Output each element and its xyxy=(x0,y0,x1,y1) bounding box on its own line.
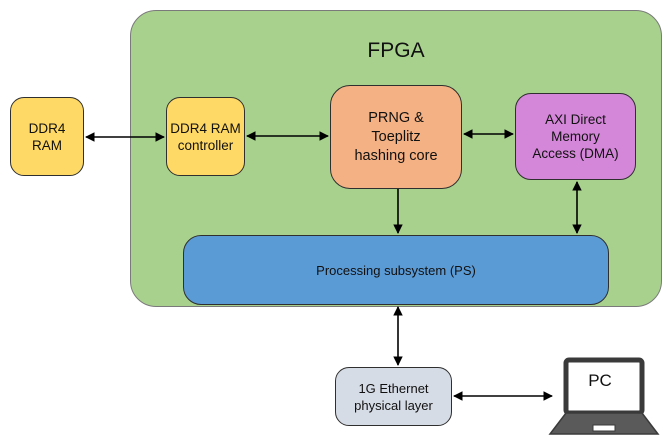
ddr4-ram-line-1: DDR4 xyxy=(28,120,66,136)
pc-label: PC xyxy=(588,371,612,390)
ddr4-controller-block: DDR4 RAM controller xyxy=(166,97,245,176)
prng-line-1: PRNG & xyxy=(368,109,424,126)
prng-line-2: Toeplitz xyxy=(371,128,421,145)
processing-subsystem-label: Processing subsystem (PS) xyxy=(316,262,476,278)
prng-line-3: hashing core xyxy=(354,147,438,164)
fpga-title: FPGA xyxy=(367,39,425,62)
ethernet-line-1: 1G Ethernet xyxy=(358,380,429,396)
processing-subsystem-block: Processing subsystem (PS) xyxy=(183,235,609,305)
ethernet-line-2: physical layer xyxy=(354,397,433,413)
dma-line-2: Memory xyxy=(551,129,600,144)
ddr4-ram-line-2: RAM xyxy=(31,137,62,153)
laptop-icon xyxy=(548,357,660,435)
prng-hashing-core-block: PRNG & Toeplitz hashing core xyxy=(330,85,462,189)
ethernet-phy-block: 1G Ethernet physical layer xyxy=(335,367,452,426)
ddr4-ram-block: DDR4 RAM xyxy=(10,97,84,176)
dma-line-1: AXI Direct xyxy=(545,112,606,127)
ddr4-controller-line-2: controller xyxy=(177,137,234,153)
axi-dma-block: AXI Direct Memory Access (DMA) xyxy=(515,93,636,180)
ddr4-controller-line-1: DDR4 RAM xyxy=(170,120,241,136)
dma-line-3: Access (DMA) xyxy=(532,146,619,161)
